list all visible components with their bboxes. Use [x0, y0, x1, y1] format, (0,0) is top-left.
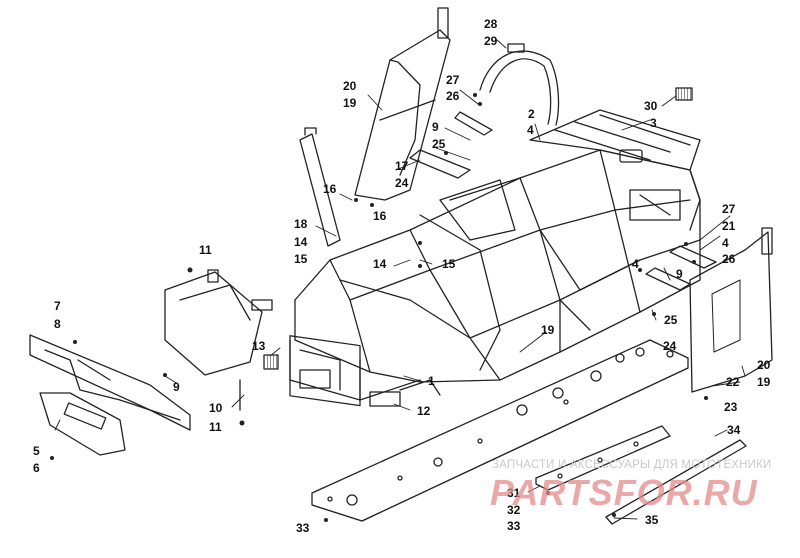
- front-bumper-bracket: [164, 269, 273, 411]
- callout-13: 13: [252, 339, 266, 353]
- callout-24b: 24: [663, 339, 677, 353]
- side-strip: [605, 439, 747, 525]
- callout-9c: 9: [173, 380, 180, 394]
- callout-16b: 16: [373, 209, 387, 223]
- callout-19c: 19: [757, 375, 771, 389]
- mesh-plates: [263, 87, 693, 370]
- callout-23: 23: [724, 400, 738, 414]
- callout-18: 18: [294, 217, 308, 231]
- callout-22: 22: [726, 375, 740, 389]
- right-side-panel: [689, 227, 773, 393]
- callout-9: 9: [432, 120, 439, 134]
- roll-bar: [479, 43, 560, 126]
- callout-27: 27: [446, 73, 460, 87]
- skid-plate: [311, 339, 689, 522]
- callout-25b: 25: [664, 313, 678, 327]
- callout-4b: 4: [722, 236, 729, 250]
- watermark-caption: ЗАПЧАСТИ И АКСЕССУАРЫ ДЛЯ МОТОТЕХНИКИ: [492, 459, 772, 471]
- callout-26: 26: [446, 89, 460, 103]
- callout-3: 3: [650, 116, 657, 130]
- callout-17: 17: [395, 159, 409, 173]
- callout-25: 25: [432, 137, 446, 151]
- callout-35: 35: [645, 513, 659, 527]
- callout-1: 1: [428, 374, 435, 388]
- callout-28: 28: [484, 17, 498, 31]
- callout-29: 29: [484, 34, 498, 48]
- front-pillar: [299, 127, 341, 247]
- callout-6: 6: [33, 461, 40, 475]
- callout-10: 10: [209, 401, 223, 415]
- main-frame: [289, 149, 701, 407]
- front-guard: [39, 392, 126, 456]
- callout-31: 31: [507, 486, 521, 500]
- callout-16a: 16: [323, 182, 337, 196]
- callout-11b: 11: [209, 420, 222, 434]
- callout-14: 14: [294, 235, 308, 249]
- callout-12: 12: [417, 404, 431, 418]
- callout-34: 34: [727, 423, 741, 437]
- callout-27b: 27: [722, 202, 736, 216]
- callout-4: 4: [527, 123, 534, 137]
- watermark-logo: PARTSFOR.RU: [490, 472, 758, 513]
- callout-4c: 4: [632, 257, 639, 271]
- rear-cargo-frame: [529, 109, 701, 231]
- callout-2: 2: [528, 107, 535, 121]
- callout-7: 7: [54, 299, 61, 313]
- callout-32: 32: [507, 503, 521, 517]
- front-bumper: [29, 334, 191, 431]
- callout-33a: 33: [296, 521, 310, 535]
- callout-14b: 14: [373, 257, 387, 271]
- callout-20: 20: [343, 79, 357, 93]
- rear-plate: [535, 425, 671, 491]
- callout-15b: 15: [442, 257, 456, 271]
- fastener-points: [50, 93, 708, 522]
- seat-back-frame: [354, 7, 451, 201]
- callout-19b: 19: [541, 323, 555, 337]
- callout-5: 5: [33, 444, 40, 458]
- callout-11: 11: [199, 243, 212, 257]
- callout-19: 19: [343, 96, 357, 110]
- callout-9b: 9: [676, 267, 683, 281]
- callout-26b: 26: [722, 252, 736, 266]
- seat-brackets: [409, 111, 717, 291]
- callout-24: 24: [395, 176, 409, 190]
- callout-20b: 20: [757, 358, 771, 372]
- callout-33b: 33: [507, 519, 521, 533]
- callout-21: 21: [722, 219, 736, 233]
- callout-30: 30: [644, 99, 658, 113]
- callout-8: 8: [54, 317, 61, 331]
- callout-15: 15: [294, 252, 308, 266]
- leader-lines: [54, 39, 746, 520]
